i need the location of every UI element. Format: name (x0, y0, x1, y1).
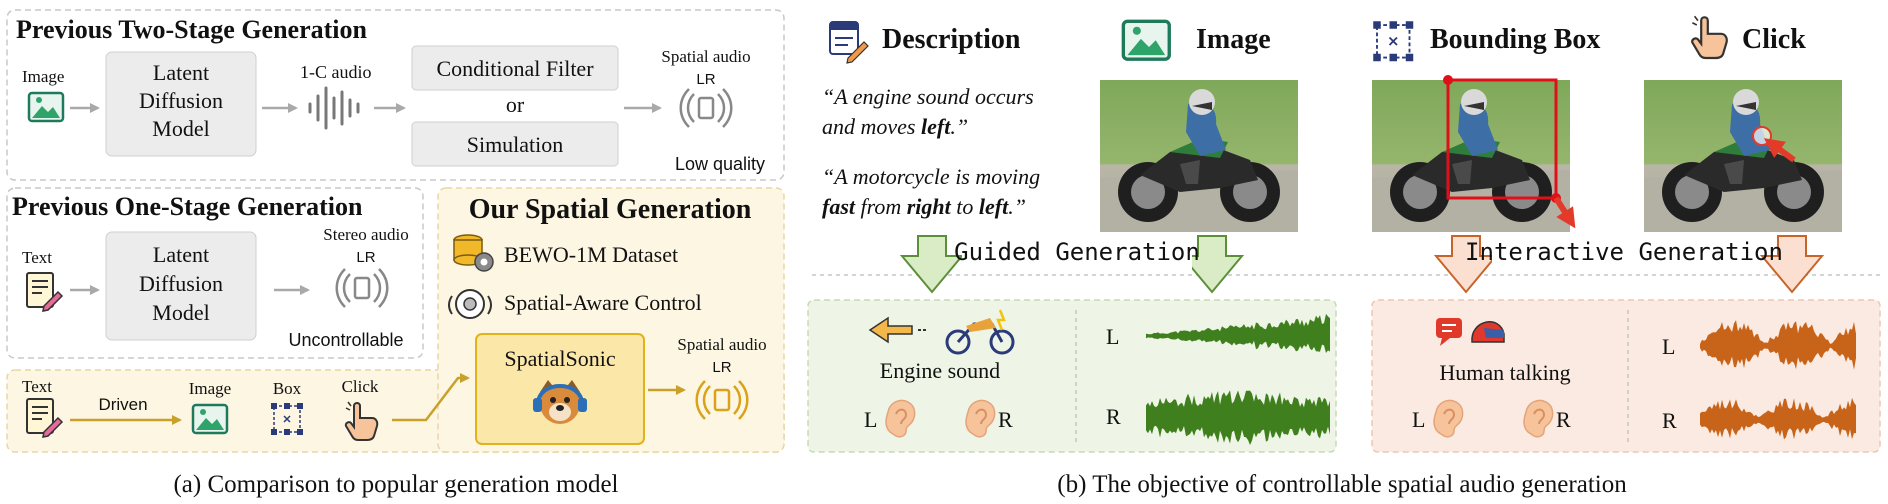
one-stage-input-label: Text (22, 248, 52, 267)
header-image: Image (1196, 24, 1271, 55)
ours-title: Our Spatial Generation (469, 194, 752, 225)
two-stage-output-label: Spatial audio (661, 47, 750, 66)
ours-output-label: Spatial audio (677, 335, 766, 354)
ear-left-label: L (1412, 407, 1425, 432)
wave-right-label: R (1662, 408, 1677, 433)
ours-image-label: Image (189, 379, 231, 398)
wave-left-label: L (1106, 324, 1119, 349)
two-stage-title: Previous Two-Stage Generation (16, 15, 368, 44)
human-talking-label: Human talking (1439, 360, 1570, 385)
simulation-label: Simulation (467, 132, 564, 157)
stereo-audio-label: Stereo audio (323, 225, 408, 244)
down-arrow-interactive-1 (1433, 235, 1499, 294)
database-gear-icon (453, 234, 494, 272)
landscape-image-icon (27, 91, 65, 123)
motorcycle-photo-bbox (1372, 75, 1576, 232)
mono-audio-label: 1-C audio (300, 62, 372, 82)
chat-bubble-icon (1436, 318, 1462, 346)
motorcycle-photo-click (1644, 80, 1842, 232)
pointing-hand-icon (1691, 15, 1728, 60)
ldm-box-one-stage (105, 231, 257, 341)
down-arrow-interactive-2 (1759, 235, 1825, 294)
waveform-right-orange (1700, 397, 1856, 440)
uncontrollable-label: Uncontrollable (288, 330, 403, 350)
document-pencil-icon (829, 21, 869, 64)
ldm-line-2: Diffusion (139, 271, 223, 296)
landscape-image-icon (1121, 19, 1171, 61)
guided-label-bg (962, 236, 1192, 270)
header-description: Description (882, 24, 1021, 55)
interactive-label-bg (1492, 236, 1756, 270)
ldm-box-two-stage (105, 51, 257, 157)
description-2: “A motorcycle is moving fast from right … (822, 164, 1046, 219)
ear-right-label: R (1556, 407, 1571, 432)
low-quality-label: Low quality (675, 154, 765, 174)
motorcycle-icon (945, 309, 1015, 355)
engine-sound-label: Engine sound (880, 358, 1000, 383)
waveform-left-green (1146, 313, 1330, 353)
caption-b: (b) The objective of controllable spatia… (1057, 471, 1627, 498)
down-arrow-guided-1 (899, 235, 965, 294)
bounding-box-icon (1372, 20, 1415, 63)
ldm-line-1: Latent (153, 60, 209, 85)
conditional-filter-label: Conditional Filter (436, 56, 594, 81)
driven-label: Driven (98, 395, 147, 414)
ours-click-label: Click (342, 377, 379, 396)
two-stage-input-label: Image (22, 67, 64, 86)
waveform-right-green (1146, 390, 1330, 445)
lr-label: LR (356, 249, 375, 266)
ldm-line-3: Model (152, 116, 209, 141)
speed-arrow-icon (868, 316, 928, 344)
ear-left-label: L (864, 407, 877, 432)
spatial-control-icon (448, 289, 492, 319)
description-1: “A engine sound occurs and moves left.” (822, 84, 1039, 139)
spatialsonic-label: SpatialSonic (504, 346, 615, 371)
lr-label: LR (712, 359, 731, 376)
ear-right-label: R (998, 407, 1013, 432)
header-bbox: Bounding Box (1430, 24, 1600, 55)
motorcycle-photo-image (1100, 80, 1298, 232)
drag-cursor-icon (1553, 196, 1576, 229)
waveform-left-orange (1700, 320, 1856, 370)
down-arrow-guided-2 (1179, 235, 1245, 294)
one-stage-title: Previous One-Stage Generation (12, 192, 363, 221)
wave-right-label: R (1106, 404, 1121, 429)
header-click: Click (1742, 24, 1806, 55)
landscape-image-icon (191, 403, 229, 435)
click-cursor-icon (1763, 138, 1796, 163)
wave-left-label: L (1662, 334, 1675, 359)
ldm-line-2: Diffusion (139, 88, 223, 113)
ours-box-label: Box (273, 379, 302, 398)
caption-a: (a) Comparison to popular generation mod… (173, 471, 618, 498)
ldm-line-3: Model (152, 300, 209, 325)
dog-headphones-mascot-icon (533, 380, 587, 424)
dataset-label: BEWO-1M Dataset (504, 242, 678, 267)
ldm-line-1: Latent (153, 242, 209, 267)
conditional-filter-box (411, 45, 619, 91)
waveform-icon (308, 86, 360, 130)
ours-text-label: Text (22, 377, 52, 396)
guided-generation-label: Guided Generation (954, 238, 1200, 266)
click-to-model-arrow (392, 373, 470, 422)
or-label: or (506, 92, 525, 117)
interactive-generation-label: Interactive Generation (1465, 238, 1783, 266)
helmet-icon (1471, 321, 1505, 343)
simulation-box (411, 121, 619, 167)
lr-label: LR (696, 71, 715, 88)
control-label: Spatial-Aware Control (504, 290, 702, 315)
